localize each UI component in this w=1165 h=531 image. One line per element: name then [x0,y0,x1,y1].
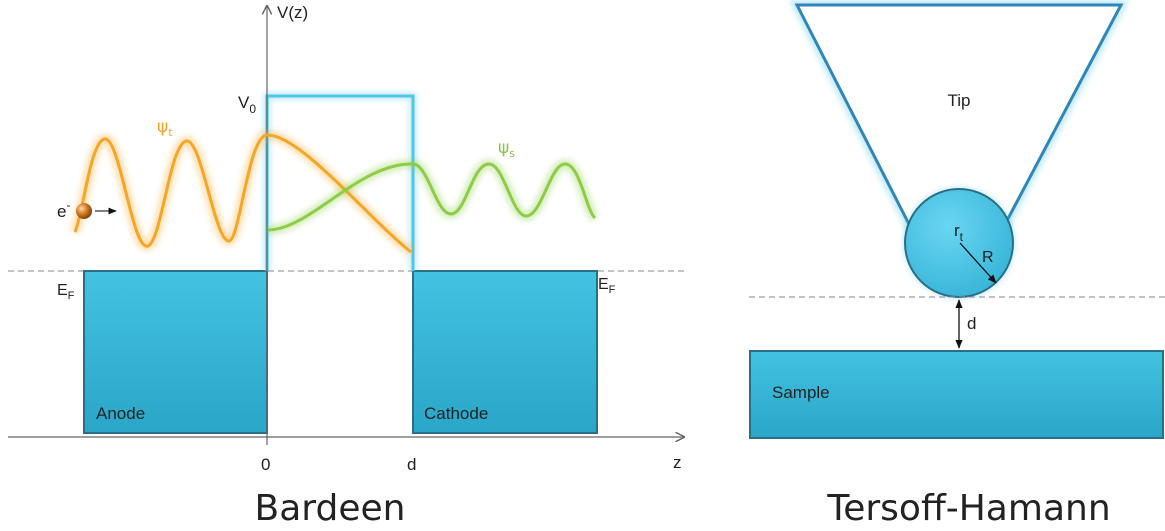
bardeen-panel: Anode Cathode V(z) z 0 d V0 EF EF [8,3,685,529]
anode-electrode [83,270,268,434]
barrier-height-label: V0 [238,93,256,116]
tersoff-hamann-panel: Tip rt R d Sample Tersoff-Hamann [749,0,1165,529]
y-axis-label: V(z) [277,3,308,22]
bardeen-title: Bardeen [255,488,406,529]
tick-label-zero: 0 [261,455,270,474]
tersoff-hamann-title: Tersoff-Hamann [826,488,1110,529]
x-axis-label: z [673,453,682,472]
radius-label: R [982,249,994,266]
anode-label: Anode [96,404,145,423]
gap-label: d [967,314,976,333]
electron-label: e- [57,198,70,221]
fermi-label-left: EF [57,282,75,302]
tip-label: Tip [948,91,971,110]
cathode-label: Cathode [424,404,488,423]
cathode-electrode [412,270,598,434]
tip-center-label: rt [954,221,964,244]
sample-wavefunction [267,158,600,235]
electron [76,203,117,219]
fermi-label-right: EF [598,276,616,296]
sample-label: Sample [772,383,830,402]
sample-wavefunction-label: ψs [498,138,515,160]
tip-wavefunction [70,129,415,256]
tip-wavefunction-label: ψt [157,117,173,139]
tick-label-d: d [407,455,416,474]
radius-arrow [959,242,997,284]
sample-slab [749,350,1164,439]
